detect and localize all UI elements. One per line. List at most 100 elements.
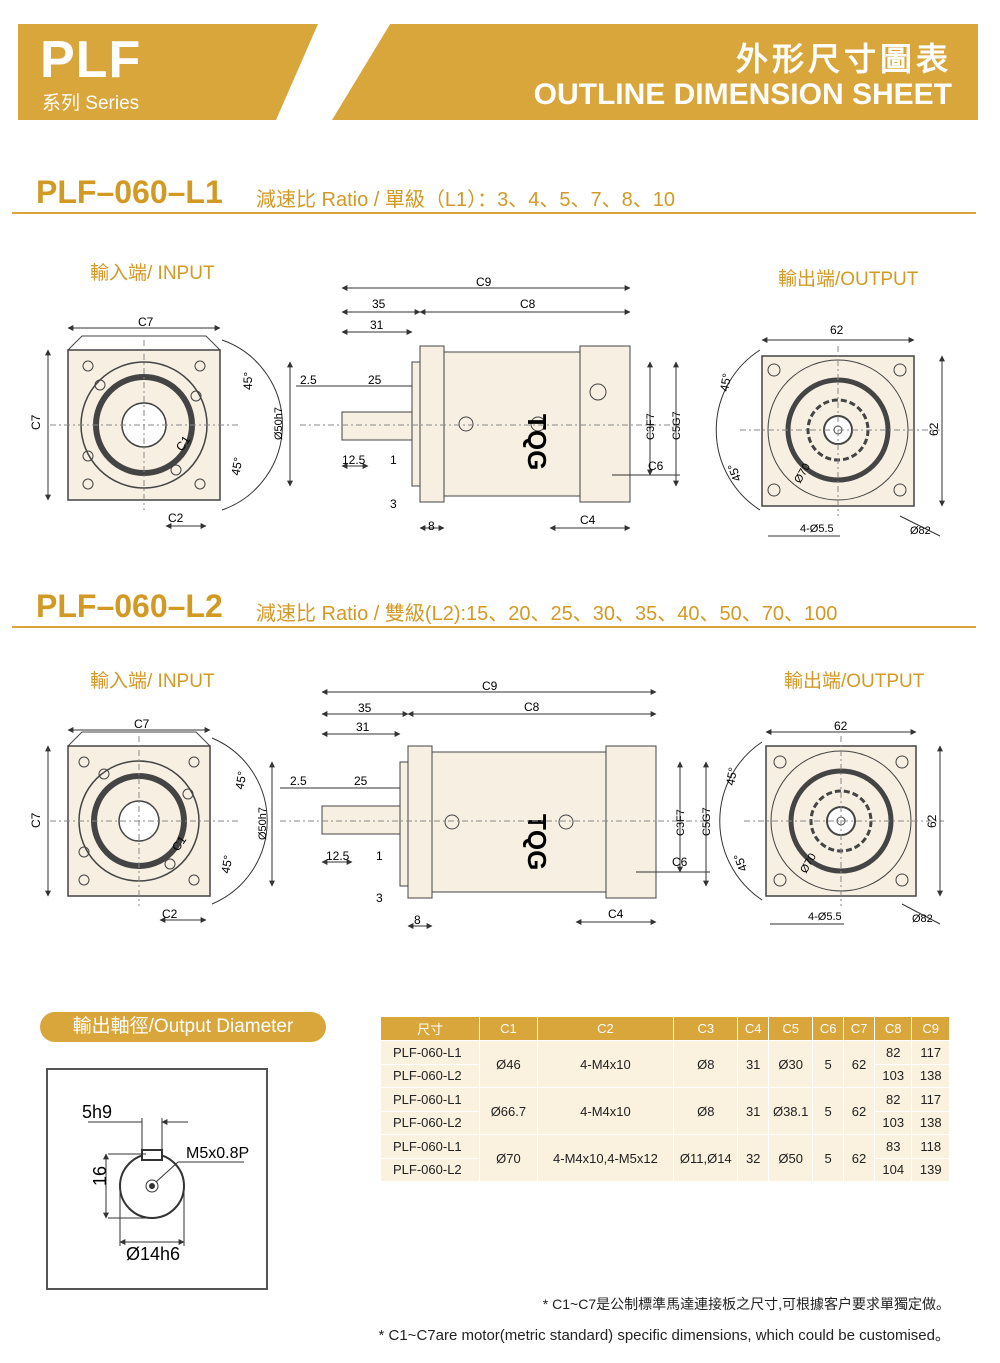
c4-cell: 31 bbox=[737, 1040, 770, 1088]
output-shaft-svg: 5h9 M5x0.8P 16 Ø14h6 bbox=[82, 1102, 249, 1264]
table-row: PLF-060-L2 104 139 bbox=[379, 1157, 950, 1182]
dim-a1-l1: 45° bbox=[241, 372, 255, 390]
dim-c4-l1: C4 bbox=[580, 513, 596, 527]
input-label-l2: 輸入端/ INPUT bbox=[90, 671, 215, 692]
dim-35-l2: 35 bbox=[358, 701, 372, 715]
dim-phi82-l2: Ø82 bbox=[912, 913, 933, 925]
c8-cell: 104 bbox=[873, 1157, 913, 1182]
dim-c7v-l2: C7 bbox=[29, 812, 43, 828]
dim-a2-out-l1: 45° bbox=[725, 461, 744, 483]
dim-holes-l1: 4-Ø5.5 bbox=[800, 523, 834, 535]
dim-c6-l2: C6 bbox=[672, 855, 688, 869]
dim-c7-l1: C7 bbox=[138, 315, 154, 329]
c8-cell: 82 bbox=[873, 1040, 913, 1065]
sheet-title-en: OUTLINE DIMENSION SHEET bbox=[533, 78, 952, 111]
brand-logo-l1: TQG bbox=[522, 414, 552, 470]
dim-holes-l2: 4-Ø5.5 bbox=[808, 911, 842, 923]
section-divider-l1 bbox=[12, 212, 976, 214]
c2-cell: 4-M4x10 bbox=[536, 1087, 675, 1135]
c9-cell: 139 bbox=[911, 1157, 950, 1182]
dim-3-l1: 3 bbox=[390, 497, 397, 511]
brand-logo-l2: TQG bbox=[522, 814, 552, 870]
sheet-title-cn: 外形尺寸圖表 bbox=[735, 41, 952, 77]
c6-cell: 5 bbox=[812, 1040, 845, 1088]
output-label-l2: 輸出端/OUTPUT bbox=[784, 671, 925, 692]
section-title-l1: PLF–060–L1 bbox=[36, 174, 223, 210]
col-header: C1 bbox=[479, 1016, 538, 1041]
input-view-l1: C7 C7 C1 C2 45° 45° bbox=[29, 315, 283, 529]
series-code: PLF bbox=[40, 31, 142, 89]
c7-cell: 62 bbox=[843, 1087, 875, 1135]
spec-table: 尺寸 C1 C2 C3 C4 C5 C6 C7 C8 C9 PLF-060-L1… bbox=[379, 1016, 950, 1182]
col-header: C5 bbox=[768, 1016, 814, 1041]
c6-cell: 5 bbox=[812, 1087, 845, 1135]
input-label-l1: 輸入端/ INPUT bbox=[90, 263, 215, 284]
section-divider-l2 bbox=[12, 626, 976, 628]
col-header: C7 bbox=[843, 1016, 875, 1041]
dim-25-l2: 25 bbox=[354, 774, 368, 788]
c8-cell: 82 bbox=[873, 1087, 913, 1112]
dim-c9-l1: C9 bbox=[476, 275, 492, 289]
dim-c3-l2: C3F7 bbox=[675, 809, 687, 836]
c7-cell: 62 bbox=[843, 1040, 875, 1088]
model-cell: PLF-060-L2 bbox=[379, 1157, 481, 1182]
table-row: PLF-060-L1 Ø46 4-M4x10 Ø8 31 Ø30 5 62 82… bbox=[379, 1040, 950, 1088]
c5-cell: Ø30 bbox=[768, 1040, 814, 1088]
dim-2-5-l1: 2.5 bbox=[300, 373, 317, 387]
table-row: PLF-060-L1 Ø66.7 4-M4x10 Ø8 31 Ø38.1 5 6… bbox=[379, 1087, 950, 1135]
dim-c2-l1: C2 bbox=[168, 511, 184, 525]
table-row: PLF-060-L1 Ø70 4-M4x10,4-M5x12 Ø11,Ø14 3… bbox=[379, 1134, 950, 1182]
c7-cell: 62 bbox=[843, 1134, 875, 1182]
dim-a2-out-l2: 45° bbox=[731, 851, 750, 873]
dim-c4-l2: C4 bbox=[608, 907, 624, 921]
col-header: C9 bbox=[911, 1016, 950, 1041]
dim-a2-l2: 45° bbox=[218, 854, 235, 875]
c1-cell: Ø46 bbox=[479, 1040, 538, 1088]
dim-62v-l2: 62 bbox=[925, 814, 939, 828]
dim-c3-l1: C3F7 bbox=[645, 413, 657, 440]
c8-cell: 103 bbox=[873, 1063, 913, 1088]
c5-cell: Ø38.1 bbox=[768, 1087, 814, 1135]
dim-25-l1: 25 bbox=[368, 373, 382, 387]
dim-12-5-l2: 12.5 bbox=[326, 849, 350, 863]
dim-c5-l1: C5G7 bbox=[671, 411, 683, 440]
footnote-en: * C1~C7are motor(metric standard) specif… bbox=[378, 1327, 951, 1344]
dim-62h-l1: 62 bbox=[830, 323, 844, 337]
dim-1-l2: 1 bbox=[376, 849, 383, 863]
model-cell: PLF-060-L1 bbox=[379, 1040, 481, 1065]
c8-cell: 83 bbox=[873, 1134, 913, 1159]
dim-35-l1: 35 bbox=[372, 297, 386, 311]
dim-a1-out-l2: 45° bbox=[723, 766, 740, 787]
c4-cell: 31 bbox=[737, 1087, 770, 1135]
c5-cell: Ø50 bbox=[768, 1134, 814, 1182]
section-title-l2: PLF–060–L2 bbox=[36, 588, 223, 624]
dim-c9-l2: C9 bbox=[482, 679, 498, 693]
c1-cell: Ø70 bbox=[479, 1134, 538, 1182]
c9-cell: 138 bbox=[911, 1063, 950, 1088]
dim-c8-l2: C8 bbox=[524, 700, 540, 714]
dim-8-l1: 8 bbox=[428, 519, 435, 533]
output-view-l1: 62 62 45° 45° Ø70 4-Ø5.5 Ø82 bbox=[715, 323, 945, 537]
output-diameter-drawing: 5h9 M5x0.8P 16 Ø14h6 bbox=[46, 1068, 268, 1290]
dim-a1-out-l1: 45° bbox=[717, 372, 734, 392]
shaft-height-label: 16 bbox=[90, 1166, 110, 1186]
c3-cell: Ø8 bbox=[673, 1087, 739, 1135]
key-width-label: 5h9 bbox=[82, 1102, 112, 1122]
model-cell: PLF-060-L1 bbox=[379, 1087, 481, 1112]
dim-c7-l2: C7 bbox=[134, 717, 150, 731]
dim-phi82-l1: Ø82 bbox=[910, 525, 931, 537]
c2-cell: 4-M4x10,4-M5x12 bbox=[536, 1134, 675, 1182]
thread-label: M5x0.8P bbox=[186, 1145, 249, 1162]
dim-phi50-l1: Ø50h7 bbox=[273, 407, 285, 440]
col-header: 尺寸 bbox=[379, 1016, 481, 1041]
model-cell: PLF-060-L2 bbox=[379, 1110, 481, 1135]
section-ratio-l1: 減速比 Ratio / 單級（L1）：3、4、5、7、8、10 bbox=[256, 189, 676, 211]
model-cell: PLF-060-L2 bbox=[379, 1063, 481, 1088]
shaft-diameter-label: Ø14h6 bbox=[126, 1244, 180, 1264]
table-header-row: 尺寸 C1 C2 C3 C4 C5 C6 C7 C8 C9 bbox=[379, 1016, 950, 1041]
dim-c5-l2: C5G7 bbox=[701, 807, 713, 836]
dim-31-l1: 31 bbox=[370, 318, 384, 332]
side-view-l2: TQG C9 C8 35 31 25 2.5 Ø50h7 12.5 1 3 8 … bbox=[257, 679, 713, 929]
c9-cell: 117 bbox=[911, 1040, 950, 1065]
c3-cell: Ø8 bbox=[673, 1040, 739, 1088]
